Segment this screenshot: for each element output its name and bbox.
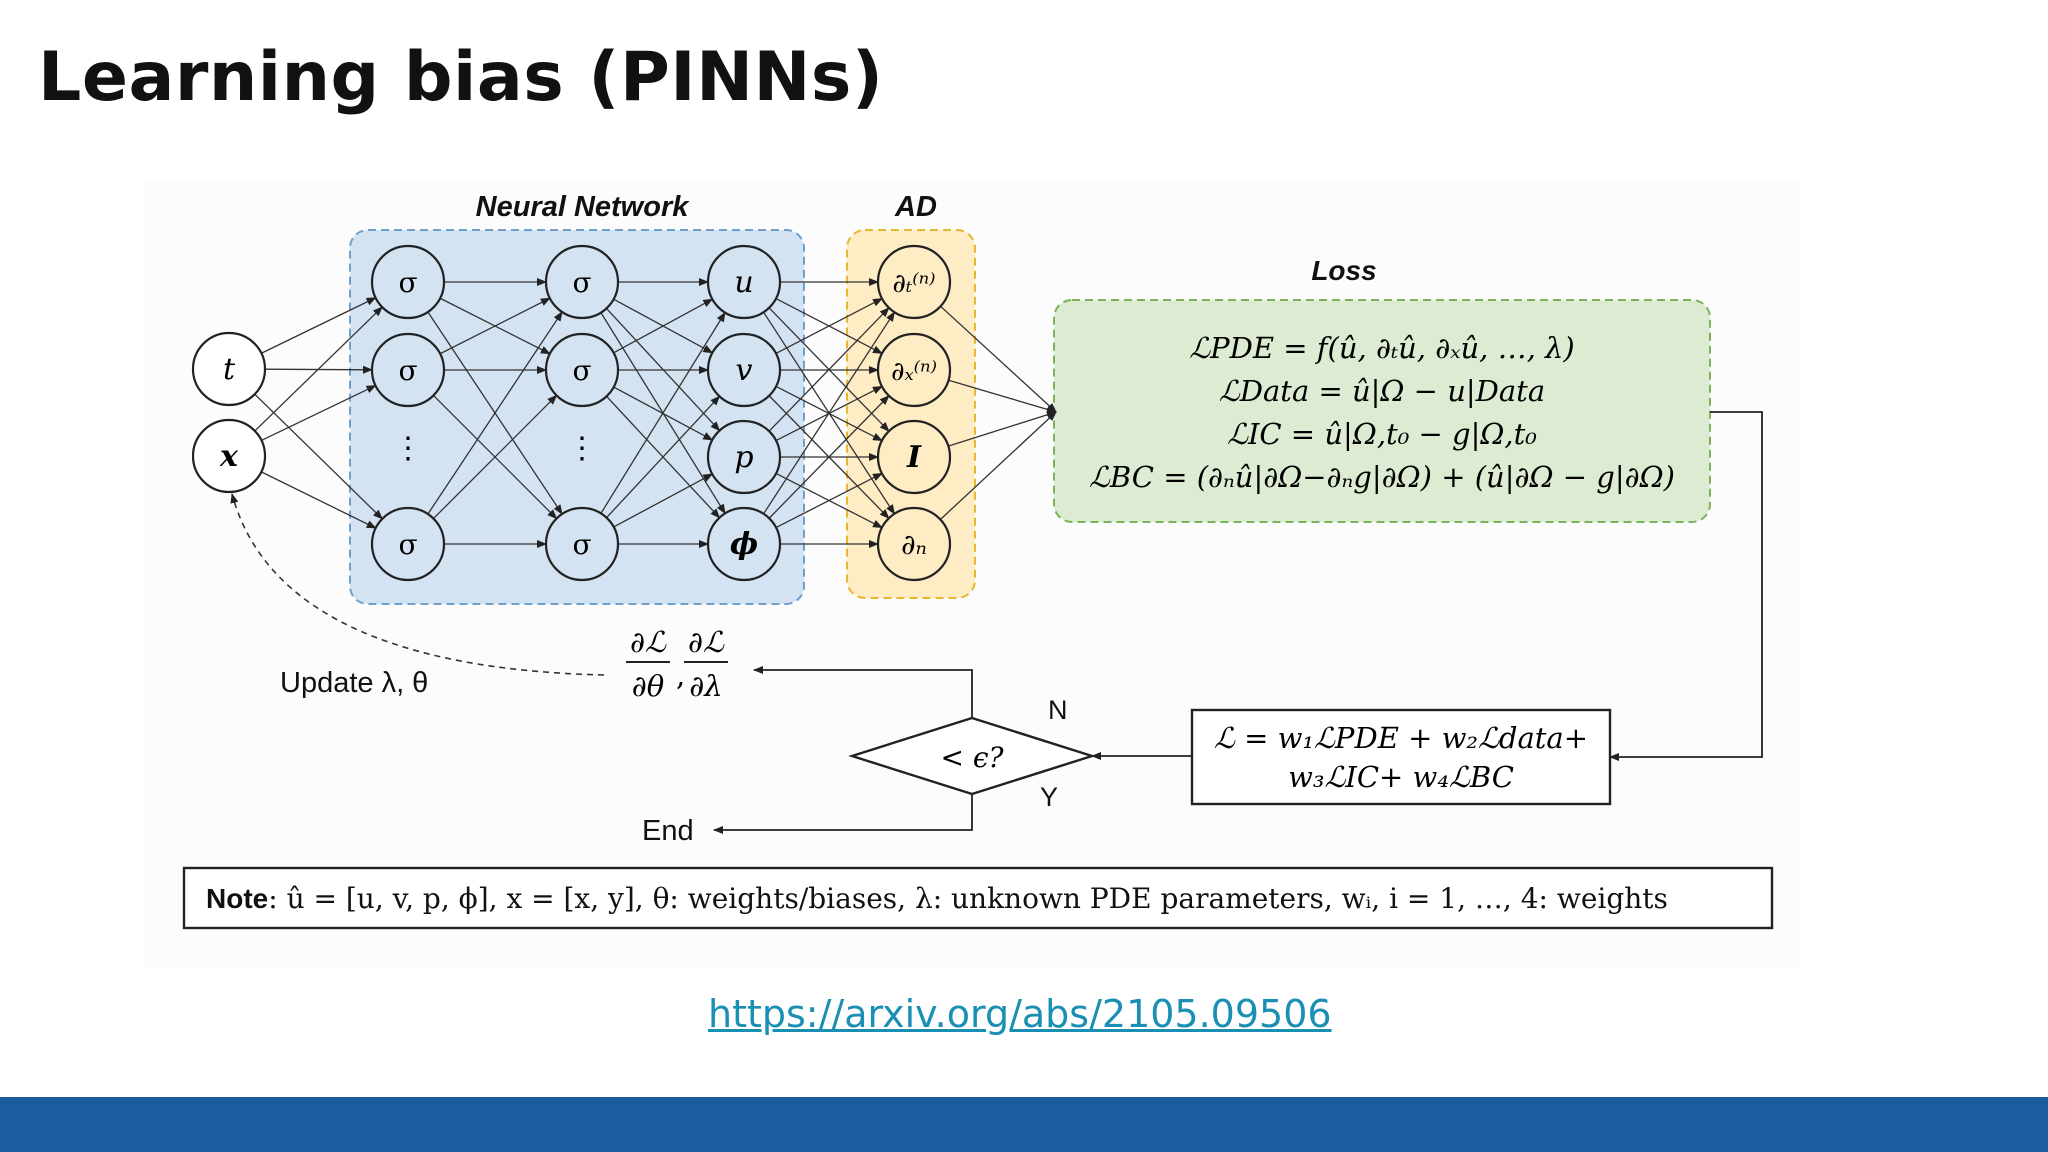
- connection-edge: [613, 473, 714, 528]
- yes-branch-arrow: [713, 794, 973, 834]
- connection-edge: [261, 385, 377, 441]
- loss-label: Loss: [1311, 255, 1376, 286]
- connection-edge: [261, 471, 377, 529]
- hidden-node: σ: [544, 244, 620, 320]
- no-branch-label: N: [1048, 695, 1068, 725]
- output-label-p: p: [734, 440, 753, 475]
- hidden-node: σ: [544, 506, 620, 582]
- loss-bc: ℒBC = (∂ₙû|∂Ω−∂ₙg|∂Ω) + (û|∂Ω − g|∂Ω): [1089, 460, 1675, 494]
- input-label-t: t: [223, 352, 236, 387]
- hidden-ellipsis: ⋮: [393, 431, 423, 466]
- note-box: [182, 866, 1774, 930]
- update-feedback-arrow: [230, 493, 605, 676]
- connection-edge: [261, 297, 377, 354]
- slide-title: Learning bias (PINNs): [38, 38, 884, 117]
- output-node-u: u: [706, 244, 782, 320]
- ad-region: [846, 229, 976, 599]
- note-heading: Note: [206, 883, 268, 914]
- connection-edge: [432, 394, 558, 520]
- connection-edge: [254, 393, 383, 520]
- ad-to-loss-edge: [948, 410, 1057, 447]
- gradient-comma: ,: [676, 658, 685, 692]
- connection-edge: [427, 311, 563, 515]
- ad-to-loss-edge: [939, 411, 1057, 520]
- hidden-label: σ: [398, 354, 417, 387]
- total-loss-box: [1190, 708, 1612, 806]
- total-loss-line2: w₃ℒIC+ w₄ℒBC: [1288, 760, 1514, 794]
- ad-label: AD: [894, 191, 937, 223]
- total-loss-line1: ℒ = w₁ℒPDE + w₂ℒdata+: [1214, 721, 1588, 755]
- connection-edge: [613, 298, 714, 354]
- gradient-denominator-lambda: ∂λ: [689, 669, 722, 703]
- pinn-diagram-panel: Neural Network AD Loss t x σ σ ⋮ σ σ σ ⋮…: [144, 182, 1800, 968]
- hidden-label: σ: [572, 528, 591, 561]
- neural-network-label: Neural Network: [476, 191, 691, 223]
- ad-to-loss-edge: [948, 379, 1057, 414]
- output-node-phi: ϕ: [706, 506, 782, 582]
- ad-label-dt: ∂ₜ⁽ⁿ⁾: [892, 269, 935, 299]
- loss-data: ℒData = û|Ω − u|Data: [1219, 374, 1545, 408]
- hidden-node: σ: [544, 332, 620, 408]
- footer-bar: [0, 1097, 2048, 1152]
- gradient-numerator-theta: ∂ℒ: [630, 625, 667, 659]
- connection-edge: [763, 311, 895, 515]
- connection-edge: [768, 307, 890, 432]
- paper-link[interactable]: https://arxiv.org/abs/2105.09506: [708, 992, 1332, 1036]
- connection-edge: [254, 306, 383, 432]
- yes-branch-label: Y: [1040, 782, 1058, 812]
- input-label-x: x: [219, 439, 239, 474]
- loss-ic: ℒIC = û|Ω,t₀ − g|Ω,t₀: [1227, 417, 1537, 451]
- neural-network-region: [349, 229, 805, 605]
- ad-to-loss-edge: [940, 305, 1057, 413]
- connection-edge: [606, 395, 721, 519]
- hidden-label: σ: [398, 528, 417, 561]
- ad-label-identity: I: [906, 440, 922, 475]
- hidden-label: σ: [398, 266, 417, 299]
- hidden-label: σ: [572, 266, 591, 299]
- connection-edge: [768, 395, 890, 519]
- note-body: : û = [u, v, p, ϕ], x = [x, y], θ: weigh…: [268, 882, 1668, 915]
- connection-edge: [600, 311, 726, 514]
- hidden-node: σ: [370, 244, 446, 320]
- note-text: Note: û = [u, v, p, ϕ], x = [x, y], θ: w…: [206, 882, 1668, 915]
- ad-node-dx: ∂ₓ⁽ⁿ⁾: [876, 332, 952, 408]
- pinn-diagram: Neural Network AD Loss t x σ σ ⋮ σ σ σ ⋮…: [182, 191, 1774, 930]
- output-label-phi: ϕ: [730, 527, 758, 562]
- output-node-v: v: [706, 332, 782, 408]
- output-node-p: p: [706, 419, 782, 495]
- ad-node-identity: I: [876, 419, 952, 495]
- input-node-t: t: [191, 331, 267, 407]
- connection-edge: [775, 472, 883, 529]
- ad-node-dn: ∂ₙ: [876, 506, 952, 582]
- hidden-label: σ: [572, 354, 591, 387]
- hidden-ellipsis: ⋮: [567, 431, 597, 466]
- loss-pde: ℒPDE = f(û, ∂ₜû, ∂ₓû, …, λ): [1189, 331, 1575, 365]
- end-label: End: [642, 815, 694, 847]
- output-label-v: v: [736, 353, 753, 388]
- network-connections: [254, 278, 1057, 548]
- hidden-node: σ: [370, 506, 446, 582]
- connection-edge: [775, 297, 883, 355]
- loss-to-total-arrow: [1609, 411, 1763, 761]
- input-node-x: x: [191, 418, 267, 494]
- ad-label-dx: ∂ₓ⁽ⁿ⁾: [891, 357, 937, 387]
- hidden-node: σ: [370, 332, 446, 408]
- convergence-check-label: < ϵ?: [940, 741, 1004, 774]
- update-label: Update λ, θ: [280, 667, 428, 699]
- gradient-numerator-lambda: ∂ℒ: [688, 625, 725, 659]
- no-branch-arrow: [753, 666, 973, 718]
- gradient-denominator-theta: ∂θ: [632, 669, 664, 703]
- convergence-check-diamond: [848, 716, 1096, 796]
- ad-label-dn: ∂ₙ: [901, 528, 927, 561]
- ad-node-dt: ∂ₜ⁽ⁿ⁾: [876, 244, 952, 320]
- connection-edge: [439, 297, 551, 355]
- output-label-u: u: [734, 265, 753, 300]
